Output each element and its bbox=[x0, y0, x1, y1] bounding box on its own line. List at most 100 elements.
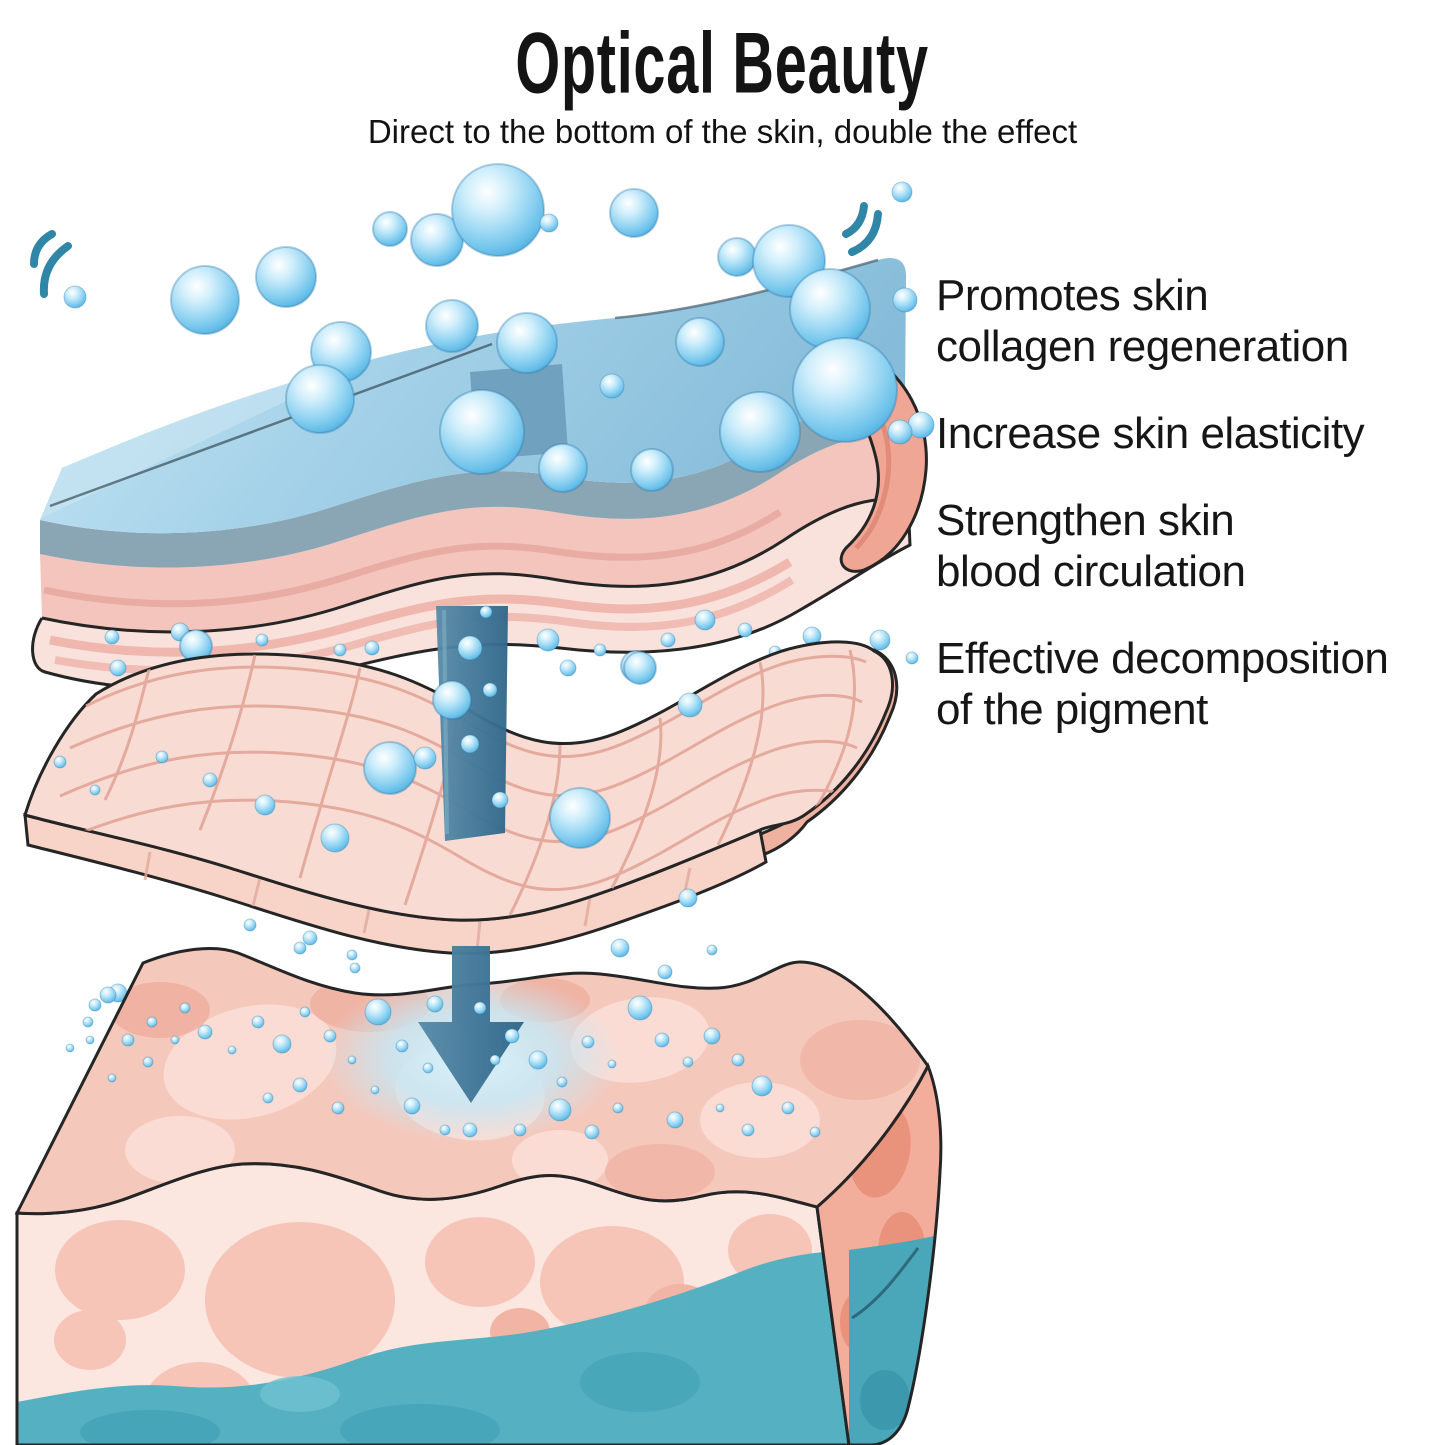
water-droplet-icon bbox=[197, 1024, 213, 1040]
water-droplet-icon bbox=[751, 1075, 773, 1097]
page-subtitle: Direct to the bottom of the skin, double… bbox=[367, 113, 1078, 150]
water-droplet-icon bbox=[227, 1045, 237, 1055]
water-droplet-icon bbox=[109, 659, 127, 677]
water-droplet-icon bbox=[731, 1053, 745, 1067]
water-droplet-icon bbox=[302, 930, 318, 946]
water-droplet-icon bbox=[462, 1122, 478, 1138]
water-droplet-icon bbox=[299, 1006, 311, 1018]
water-droplet-icon bbox=[364, 998, 392, 1026]
water-droplet-icon bbox=[432, 680, 472, 720]
benefit-list: Promotes skin collagen regeneration Incr… bbox=[936, 270, 1422, 771]
water-droplet-icon bbox=[107, 1073, 117, 1083]
water-droplet-icon bbox=[89, 784, 101, 796]
water-droplet-icon bbox=[320, 823, 350, 853]
water-droplet-icon bbox=[255, 633, 269, 647]
water-droplet-icon bbox=[741, 1123, 755, 1137]
water-droplet-icon bbox=[630, 448, 674, 492]
water-droplet-icon bbox=[599, 373, 625, 399]
water-droplet-icon bbox=[482, 682, 498, 698]
water-droplet-icon bbox=[612, 1102, 624, 1114]
water-droplet-icon bbox=[548, 1098, 572, 1122]
water-droplet-icon bbox=[528, 1050, 548, 1070]
water-droplet-icon bbox=[538, 443, 588, 493]
water-droplets-group bbox=[65, 986, 154, 1083]
water-droplet-icon bbox=[88, 998, 102, 1012]
water-droplet-icon bbox=[513, 1123, 527, 1137]
water-droplet-icon bbox=[489, 1054, 501, 1066]
water-droplet-icon bbox=[536, 628, 560, 652]
water-droplet-icon bbox=[251, 1015, 265, 1029]
water-droplet-icon bbox=[82, 1016, 94, 1028]
water-droplet-icon bbox=[694, 609, 716, 631]
water-droplet-icon bbox=[623, 651, 657, 685]
header: Optical Beauty Direct to the bottom of t… bbox=[0, 20, 1445, 150]
water-droplet-icon bbox=[717, 237, 757, 277]
water-droplet-icon bbox=[333, 643, 347, 657]
water-droplet-icon bbox=[491, 791, 509, 809]
water-droplet-icon bbox=[559, 659, 577, 677]
water-droplet-icon bbox=[370, 1085, 380, 1095]
water-droplet-icon bbox=[85, 1035, 95, 1045]
water-droplet-icon bbox=[496, 312, 558, 374]
water-droplet-icon bbox=[539, 213, 559, 233]
water-droplet-icon bbox=[372, 211, 408, 247]
water-droplet-icon bbox=[660, 632, 676, 648]
water-droplets-group bbox=[432, 605, 498, 754]
vibration-wave-icon-left bbox=[30, 230, 72, 298]
water-droplet-icon bbox=[439, 389, 525, 475]
water-droplet-icon bbox=[887, 419, 913, 445]
water-droplet-icon bbox=[666, 1111, 684, 1129]
water-droplet-icon bbox=[363, 741, 417, 795]
water-droplets-group bbox=[146, 995, 821, 1140]
water-droplet-icon bbox=[262, 1092, 274, 1104]
water-droplet-icon bbox=[678, 888, 698, 908]
water-droplet-icon bbox=[677, 692, 703, 718]
water-droplet-icon bbox=[549, 787, 611, 849]
water-droplet-icon bbox=[155, 750, 169, 764]
water-droplet-icon bbox=[104, 629, 120, 645]
water-droplet-icon bbox=[457, 635, 483, 661]
water-droplet-icon bbox=[675, 317, 725, 367]
water-droplet-icon bbox=[347, 1055, 357, 1065]
water-droplet-icon bbox=[292, 1077, 308, 1093]
water-droplet-icon bbox=[473, 1001, 487, 1015]
benefit-item: Increase skin elasticity bbox=[936, 409, 1365, 459]
water-droplet-icon bbox=[331, 1101, 345, 1115]
water-droplet-icon bbox=[364, 640, 380, 656]
water-droplet-icon bbox=[682, 1056, 694, 1068]
water-droplet-icon bbox=[504, 1028, 520, 1044]
water-droplets-group bbox=[53, 651, 703, 961]
water-droplet-icon bbox=[581, 1035, 595, 1049]
water-droplet-icon bbox=[121, 1033, 135, 1047]
benefit-item: Promotes skin collagen regeneration bbox=[936, 271, 1349, 372]
water-droplet-icon bbox=[610, 938, 630, 958]
water-droplet-icon bbox=[170, 265, 240, 335]
water-droplet-icon bbox=[395, 1039, 409, 1053]
water-droplet-icon bbox=[413, 746, 437, 770]
water-droplet-icon bbox=[657, 964, 673, 980]
water-droplet-icon bbox=[703, 1027, 721, 1045]
water-droplet-icon bbox=[65, 1043, 75, 1053]
water-droplet-icon bbox=[737, 622, 753, 638]
water-droplet-icon bbox=[439, 1124, 451, 1136]
page-title-text: Optical Beauty bbox=[515, 14, 930, 111]
water-droplet-icon bbox=[425, 299, 479, 353]
water-droplet-icon bbox=[654, 1032, 670, 1048]
benefit-item: Strengthen skin blood circulation bbox=[936, 496, 1246, 597]
water-droplet-icon bbox=[719, 391, 801, 473]
water-droplet-icon bbox=[63, 285, 87, 309]
water-droplet-icon bbox=[789, 268, 871, 350]
penetration-arrow-icon bbox=[436, 606, 508, 841]
water-droplet-icon bbox=[593, 643, 607, 657]
water-droplet-icon bbox=[426, 995, 444, 1013]
water-droplet-icon bbox=[142, 1056, 154, 1068]
water-droplet-icon bbox=[479, 605, 493, 619]
water-droplet-icon bbox=[410, 213, 464, 267]
water-droplet-icon bbox=[869, 629, 891, 651]
water-droplet-icon bbox=[809, 1126, 821, 1138]
water-droplet-icon bbox=[706, 944, 718, 956]
water-droplet-icon bbox=[202, 772, 218, 788]
water-droplet-icon bbox=[627, 995, 653, 1021]
